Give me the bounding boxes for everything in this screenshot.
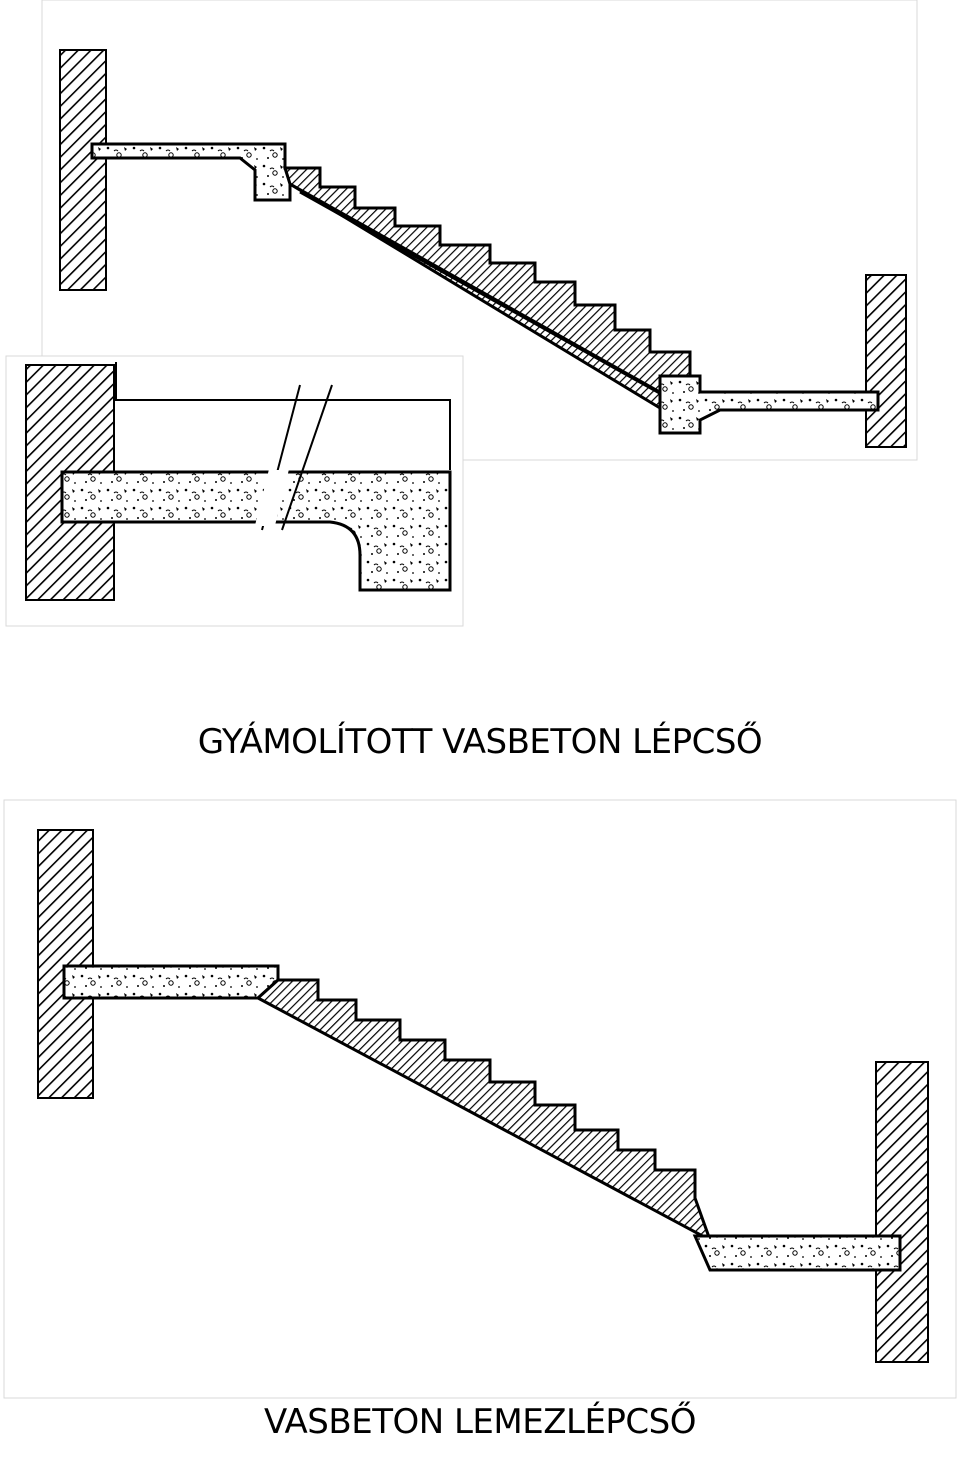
lower-landing-2	[692, 1234, 902, 1272]
figure-frame	[41, 0, 918, 461]
upper-landing	[90, 142, 292, 202]
detail-slab	[60, 470, 452, 592]
stair-slab	[255, 978, 713, 1244]
stringer-beam	[289, 182, 673, 402]
caption-slab-stair: VASBETON LEMEZLÉPCSŐ	[263, 1402, 697, 1442]
stair-flight	[282, 166, 692, 410]
caption-supported-stair: GYÁMOLÍTOTT VASBETON LÉPCSŐ	[197, 722, 763, 762]
upper-landing-2	[62, 964, 280, 1000]
left-wall	[59, 49, 107, 291]
lower-landing	[658, 374, 880, 435]
figure-detail	[5, 355, 464, 627]
figure-slab-stair	[3, 799, 957, 1399]
right-wall-2	[875, 1061, 929, 1363]
figure-frame-2	[3, 799, 957, 1399]
detail-upper-line	[115, 362, 451, 470]
figure-supported-stair	[41, 0, 918, 461]
detail-break-gap	[254, 470, 289, 526]
right-wall	[865, 274, 907, 448]
left-wall-2	[37, 829, 94, 1099]
